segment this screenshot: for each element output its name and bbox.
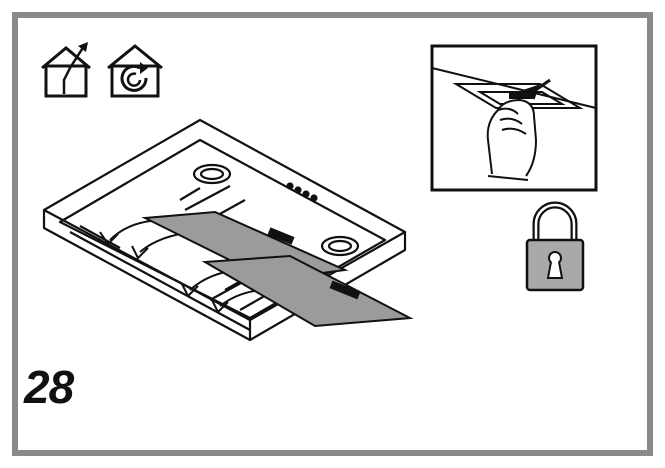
step-number: 28: [24, 361, 74, 413]
hand-pressing-latch-icon: [430, 44, 598, 192]
grease-filter-lower: [201, 254, 414, 328]
hood-lamp-left: [192, 163, 232, 185]
padlock-icon: [525, 201, 585, 292]
hood-lamp-right: [320, 235, 360, 257]
house-with-exhaust-arrow-icon: [41, 42, 91, 98]
house-with-recirculation-icon: [107, 44, 163, 98]
